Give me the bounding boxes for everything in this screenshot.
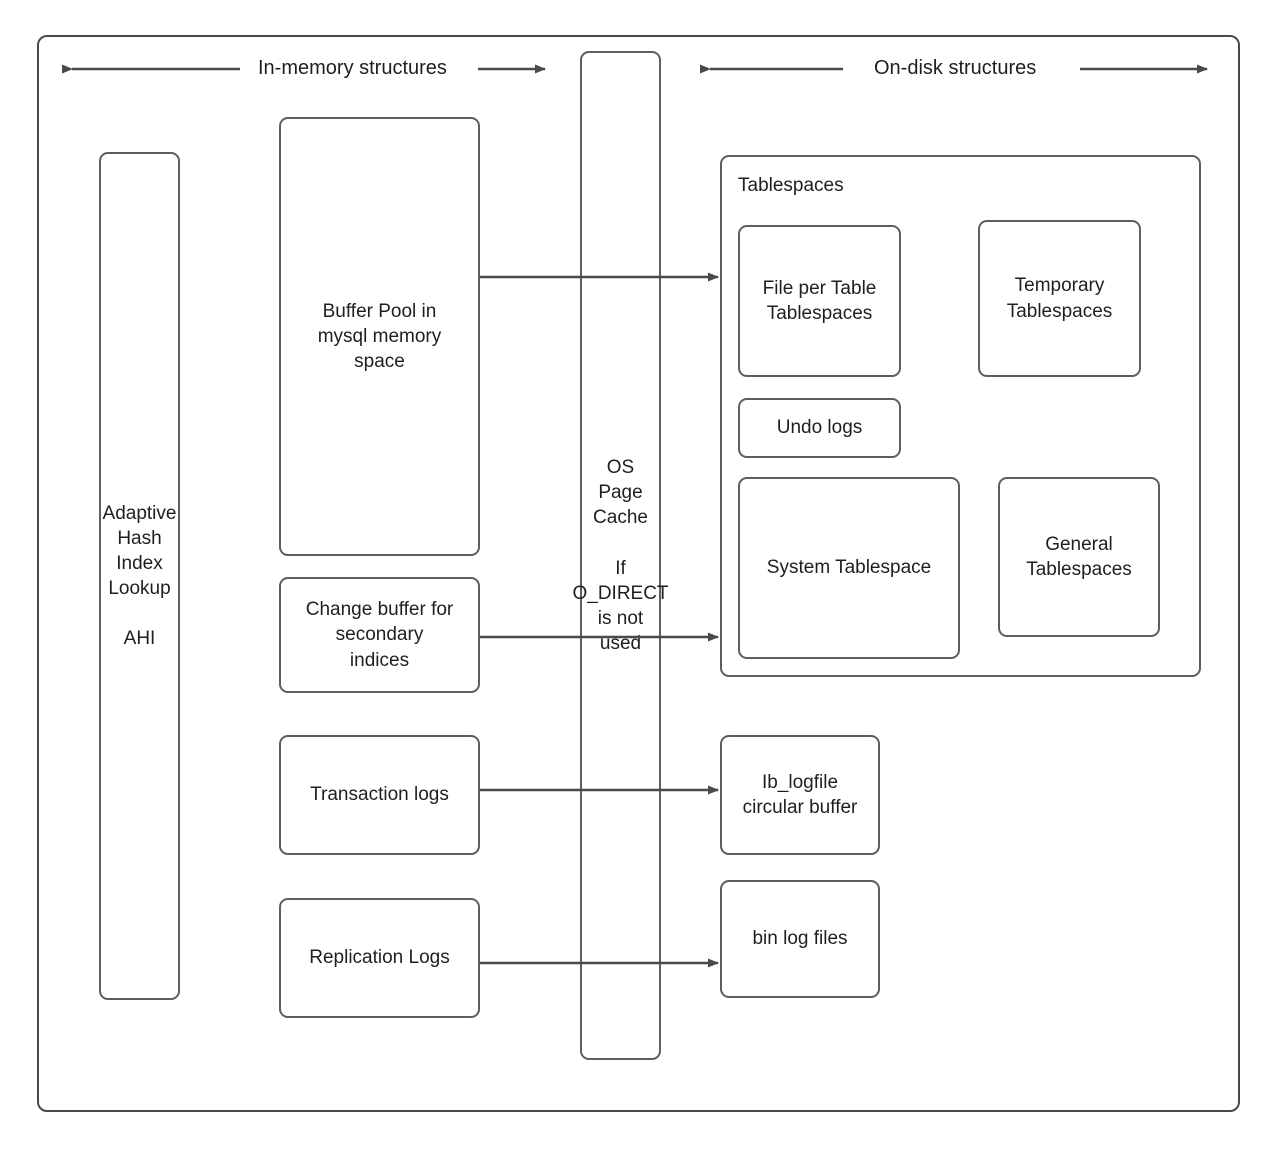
node-general-tablespaces-label: General Tablespaces <box>1026 533 1132 580</box>
node-temporary-tablespaces-label: Temporary Tablespaces <box>1006 275 1113 322</box>
node-transaction-logs[interactable]: Transaction logs <box>279 735 480 855</box>
node-system-tablespace-label: System Tablespace <box>766 557 932 579</box>
band-label-on-disk: On-disk structures <box>874 57 1037 79</box>
diagram-outer-frame <box>37 35 1240 1112</box>
node-bin-log-files[interactable]: bin log files <box>720 880 880 998</box>
tablespaces-group-title: Tablespaces <box>738 175 844 196</box>
node-buffer-pool[interactable]: Buffer Pool in mysql memory space <box>279 117 480 556</box>
node-replication-logs-label: Replication Logs <box>309 947 450 969</box>
node-file-per-table-tablespaces-label: File per Table Tablespaces <box>762 277 877 324</box>
node-change-buffer[interactable]: Change buffer for secondary indices <box>279 577 480 693</box>
node-ib-logfile-label: Ib_logfile circular buffer <box>742 771 858 818</box>
node-change-buffer-label: Change buffer for secondary indices <box>305 599 454 671</box>
node-undo-logs-label: Undo logs <box>776 417 863 439</box>
node-os-page-cache-label: OS Page Cache If O_DIRECT is not used <box>572 457 669 654</box>
node-undo-logs[interactable]: Undo logs <box>738 398 901 458</box>
node-system-tablespace[interactable]: System Tablespace <box>738 477 960 659</box>
node-adaptive-hash-index-label: Adaptive Hash Index Lookup AHI <box>102 502 177 650</box>
node-transaction-logs-label: Transaction logs <box>310 784 449 806</box>
band-label-in-memory: In-memory structures <box>258 57 447 79</box>
node-general-tablespaces[interactable]: General Tablespaces <box>998 477 1160 637</box>
node-temporary-tablespaces[interactable]: Temporary Tablespaces <box>978 220 1141 377</box>
node-replication-logs[interactable]: Replication Logs <box>279 898 480 1018</box>
node-buffer-pool-label: Buffer Pool in mysql memory space <box>317 300 442 373</box>
node-ib-logfile[interactable]: Ib_logfile circular buffer <box>720 735 880 855</box>
node-adaptive-hash-index[interactable]: Adaptive Hash Index Lookup AHI <box>99 152 180 1000</box>
node-bin-log-files-label: bin log files <box>752 928 848 950</box>
node-os-page-cache[interactable]: OS Page Cache If O_DIRECT is not used <box>572 51 669 1060</box>
node-file-per-table-tablespaces[interactable]: File per Table Tablespaces <box>738 225 901 377</box>
